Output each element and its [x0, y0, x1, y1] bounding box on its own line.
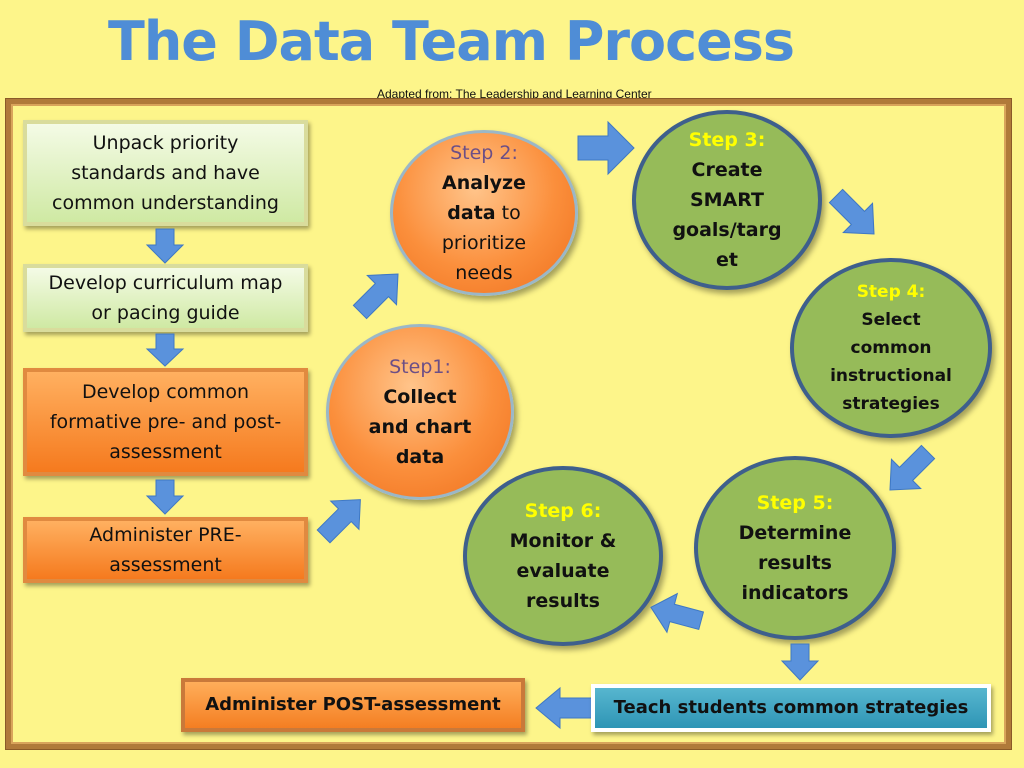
step-text: results: [758, 552, 832, 574]
step-text-regular: to: [495, 202, 521, 224]
step5-circle: Step 5: Determine results indicators: [694, 456, 896, 640]
step-text: instructional: [830, 366, 952, 386]
step-text: Collect: [383, 386, 457, 408]
unpack-standards-box: Unpack priority standards and have commo…: [23, 120, 308, 226]
step-text: SMART: [689, 189, 765, 211]
step-text: prioritize: [441, 232, 527, 254]
step-text: evaluate: [516, 560, 610, 582]
pre-assessment-box: Administer PRE- assessment: [23, 517, 308, 583]
box-text-line: formative pre- and post-: [49, 411, 282, 433]
down-right-arrow-icon: [824, 184, 886, 246]
box-text-line: or pacing guide: [91, 302, 240, 324]
step-text: et: [716, 249, 738, 271]
step-text: indicators: [741, 582, 849, 604]
step-label: Step 2:: [450, 142, 518, 164]
down-arrow-icon: [780, 643, 820, 681]
step-text: common: [850, 338, 932, 358]
right-arrow-icon: [576, 120, 636, 176]
step-text: Select: [861, 310, 921, 330]
box-text-line: Teach students common strategies: [613, 697, 969, 718]
step-text: Analyze: [442, 172, 526, 194]
page-title: The Data Team Process: [108, 10, 795, 73]
box-text-line: Administer PRE-: [89, 524, 242, 546]
up-right-arrow-icon: [312, 488, 372, 548]
step-text: goals/targ: [672, 219, 782, 241]
step4-circle: Step 4: Select common instructional stra…: [790, 258, 992, 438]
step-label: Step 4:: [856, 282, 926, 302]
step6-circle: Step 6: Monitor & evaluate results: [463, 466, 663, 646]
left-up-arrow-icon: [644, 584, 708, 644]
step-text: data: [395, 446, 445, 468]
step-text: Monitor &: [509, 530, 617, 552]
box-text-line: Develop curriculum map: [48, 272, 283, 294]
left-arrow-icon: [534, 686, 594, 730]
step-text: strategies: [842, 394, 940, 414]
step-label: Step 5:: [756, 492, 834, 514]
box-text-line: standards and have: [71, 162, 260, 184]
step-text: Determine: [738, 522, 852, 544]
step-text: needs: [455, 262, 513, 284]
step-label: Step1:: [389, 356, 451, 378]
step-text: results: [526, 590, 600, 612]
step-text: Create: [691, 159, 763, 181]
post-assessment-box: Administer POST-assessment: [181, 678, 525, 732]
formative-assessment-box: Develop common formative pre- and post- …: [23, 368, 308, 476]
step-label: Step 6:: [524, 500, 602, 522]
step-text-bold: data: [447, 202, 496, 224]
attribution-text: Adapted from: The Leadership and Learnin…: [377, 87, 652, 101]
box-text-line: assessment: [109, 441, 222, 463]
down-arrow-icon: [145, 333, 185, 367]
teach-strategies-box: Teach students common strategies: [591, 684, 991, 732]
down-left-arrow-icon: [878, 440, 940, 502]
step3-circle: Step 3: Create SMART goals/targ et: [632, 110, 822, 290]
step-text: and chart: [368, 416, 472, 438]
down-arrow-icon: [145, 228, 185, 264]
box-text-line: common understanding: [52, 192, 279, 214]
up-right-arrow-icon: [348, 262, 410, 324]
step2-circle: Step 2: Analyze data to prioritize needs: [390, 130, 578, 296]
box-text-line: Unpack priority: [92, 132, 239, 154]
down-arrow-icon: [145, 479, 185, 515]
curriculum-map-box: Develop curriculum map or pacing guide: [23, 264, 308, 332]
step-text-mixed: data to: [447, 198, 520, 228]
box-text-line: assessment: [109, 554, 222, 576]
step-label: Step 3:: [688, 129, 766, 151]
box-text-line: Develop common: [81, 381, 249, 403]
box-text-line: Administer POST-assessment: [205, 694, 501, 715]
diagram-frame: [6, 99, 1011, 749]
step1-circle: Step1: Collect and chart data: [326, 324, 514, 500]
